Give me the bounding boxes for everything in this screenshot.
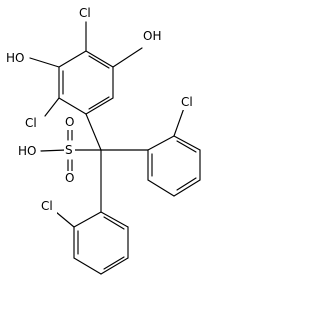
bond xyxy=(173,135,201,151)
upper-phenyl-ring xyxy=(58,50,114,115)
atom-labels: Cl HO OH Cl Cl HO S O O Cl xyxy=(5,6,197,214)
atom-label-cl: Cl xyxy=(79,6,91,20)
bond xyxy=(112,47,143,68)
atom-label-cl: Cl xyxy=(41,199,53,213)
atom-label-s: S xyxy=(65,143,73,157)
sulfonic-acid-group xyxy=(40,128,73,172)
bond xyxy=(85,113,102,151)
bond xyxy=(100,257,129,275)
bond xyxy=(58,50,87,68)
right-chlorophenyl-ring xyxy=(147,135,201,197)
structural-formula: Cl HO OH Cl Cl HO S O O Cl xyxy=(5,6,201,275)
bond xyxy=(147,179,175,197)
atom-label-cl: Cl xyxy=(25,116,37,130)
bond xyxy=(29,57,60,68)
bond xyxy=(173,179,201,197)
atom-label-cl: Cl xyxy=(181,95,193,109)
lower-chlorophenyl-ring xyxy=(73,211,129,275)
bond xyxy=(73,211,102,228)
atom-label-o: O xyxy=(65,115,74,129)
atom-label-ho: HO xyxy=(6,51,24,65)
bond xyxy=(58,97,87,115)
atom-label-ho: HO xyxy=(18,144,36,158)
double-bond-line xyxy=(88,96,110,110)
atom-label-oh: OH xyxy=(143,29,161,43)
bond xyxy=(55,211,75,228)
bond xyxy=(85,50,114,68)
atom-label-o: O xyxy=(65,171,74,185)
bond xyxy=(85,97,114,115)
bond xyxy=(100,211,129,228)
double-bond-line xyxy=(88,55,110,69)
double-bond-line xyxy=(176,140,197,153)
bond xyxy=(40,149,67,152)
bond xyxy=(44,97,60,117)
bond xyxy=(147,135,175,151)
bond xyxy=(73,257,102,275)
double-bond-line xyxy=(176,177,197,191)
double-bond-line xyxy=(103,216,125,230)
bond xyxy=(173,107,185,137)
double-bond-line xyxy=(103,256,125,270)
